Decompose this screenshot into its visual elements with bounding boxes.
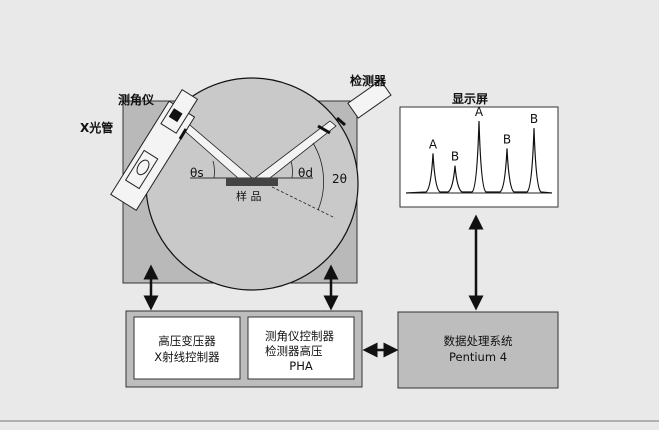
theta-d-label: θd — [298, 166, 313, 180]
data-box — [397, 311, 559, 389]
gonio-text-3: PHA — [289, 359, 313, 373]
hv-text-2: X射线控制器 — [154, 350, 220, 364]
peak-label: B — [503, 132, 511, 146]
detector-label: 检测器 — [350, 73, 387, 88]
peak-label: A — [475, 105, 484, 119]
data-text-2: Pentium 4 — [449, 350, 507, 364]
display-label: 显示屏 — [452, 92, 488, 106]
gonio-text-2: 检测器高压 — [265, 344, 323, 358]
gonio-text-1: 测角仪控制器 — [265, 329, 334, 343]
hv-box — [133, 316, 241, 380]
xray-tube-label: X光管 — [80, 120, 113, 135]
gonio-box — [247, 316, 355, 380]
hv-text-1: 高压变压器 — [158, 334, 216, 348]
data-text-1: 数据处理系统 — [444, 334, 513, 348]
theta-s-label: θs — [190, 166, 204, 180]
dashed-normal — [271, 186, 336, 219]
goniometer-label: 测角仪 — [118, 92, 155, 107]
sample — [226, 178, 278, 186]
peak-label: A — [429, 137, 438, 151]
peak-label: B — [530, 112, 538, 126]
goniometer-slit — [160, 89, 199, 134]
two-theta-label: 2θ — [332, 172, 347, 186]
spectrum-line — [405, 120, 553, 194]
peak-label: B — [451, 150, 459, 164]
detector — [347, 79, 392, 119]
sample-label: 样 品 — [236, 189, 262, 203]
